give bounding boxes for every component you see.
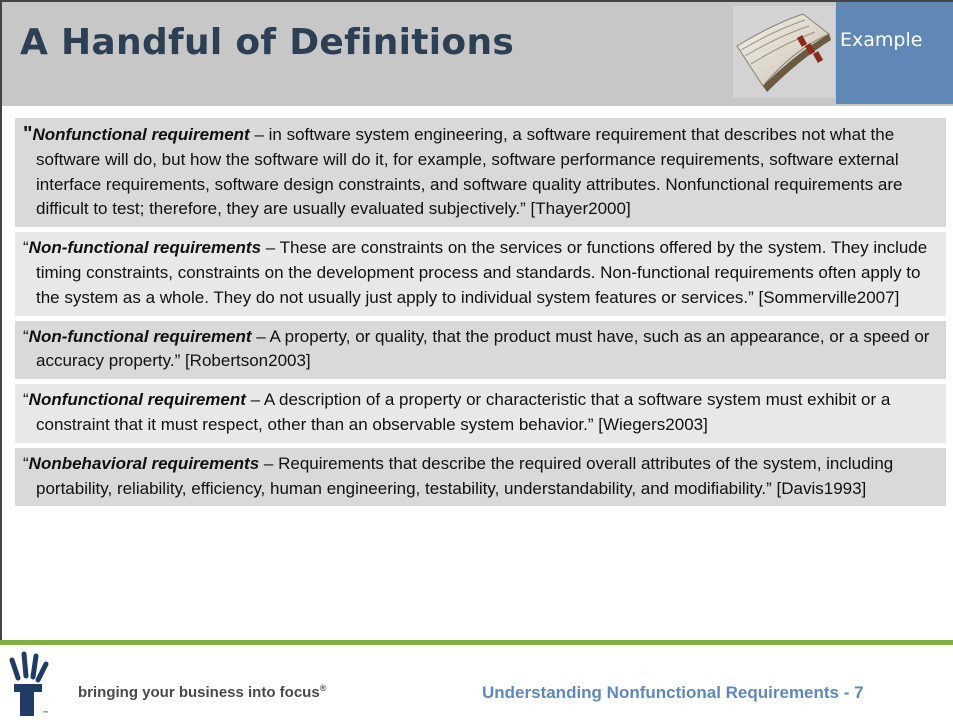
definition-item: “Non-functional requirement – A property… <box>15 320 946 380</box>
definition-text: – A property, or quality, that the produ… <box>36 326 930 371</box>
definition-term: Nonfunctional requirement <box>28 390 246 410</box>
definition-item: “Non-functional requirements – These are… <box>15 232 946 316</box>
footer-divider <box>0 640 953 645</box>
footer-tagline: bringing your business into focus® <box>78 683 326 701</box>
definition-term: Nonfunctional requirement <box>32 125 250 144</box>
definition-text: – in software system engineering, a soft… <box>36 125 903 219</box>
open-quote: " <box>23 123 33 145</box>
open-quote: “ <box>23 390 29 410</box>
definition-item: “Nonbehavioral requirements – Requiremen… <box>15 447 946 507</box>
definition-item: “Nonfunctional requirement – A descripti… <box>15 384 946 443</box>
example-tab: Example <box>836 2 953 104</box>
registered-mark: ® <box>319 683 327 693</box>
open-quote: “ <box>23 326 29 346</box>
open-quote: “ <box>23 453 29 473</box>
definition-text: – A description of a property or charact… <box>36 390 891 434</box>
left-border <box>0 106 2 640</box>
definition-text: – Requirements that describe the require… <box>36 453 894 498</box>
definition-term: Nonbehavioral requirements <box>28 453 260 473</box>
book-icon <box>733 6 835 98</box>
definition-item: "Nonfunctional requirement – in software… <box>15 118 946 228</box>
company-logo-hand-icon: ™ <box>9 651 49 718</box>
slide-title: A Handful of Definitions <box>20 22 515 63</box>
footer-slide-title: Understanding Nonfunctional Requirements… <box>482 683 864 702</box>
tagline-text: bringing your business into focus <box>78 684 320 701</box>
definition-text: – These are constraints on the services … <box>36 238 928 307</box>
example-tab-label: Example <box>840 29 923 51</box>
trademark-mark: ™ <box>42 710 49 718</box>
definitions-list: "Nonfunctional requirement – in software… <box>15 118 946 511</box>
definition-term: Non-functional requirement <box>28 326 252 346</box>
definition-term: Non-functional requirements <box>28 238 262 258</box>
open-quote: “ <box>23 238 29 258</box>
